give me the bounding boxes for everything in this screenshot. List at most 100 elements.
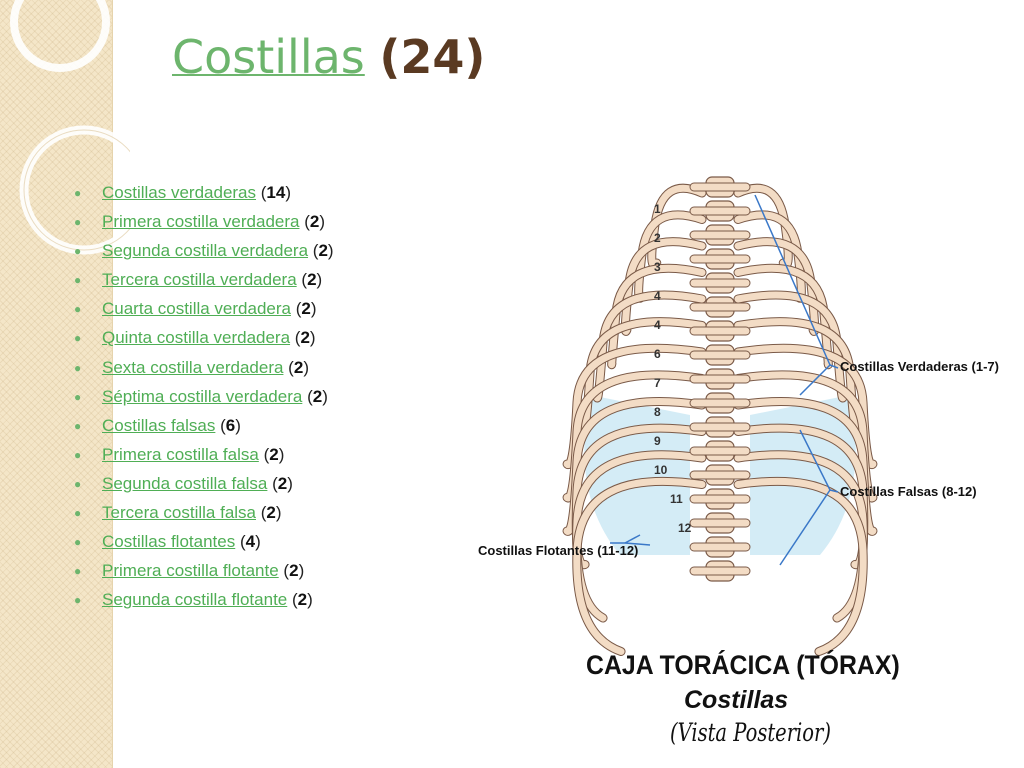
pointer-line — [779, 489, 831, 566]
rib-link[interactable]: Sexta costilla verdadera — [102, 357, 284, 377]
vertebra-process — [689, 566, 751, 576]
vertebra-process — [689, 302, 751, 312]
rib-number: 9 — [654, 434, 661, 448]
decorative-rings — [10, 0, 130, 255]
vertebra-process — [689, 254, 751, 264]
pointer-line — [799, 364, 831, 396]
rib-number: 4 — [654, 318, 661, 332]
rib — [648, 184, 706, 269]
bullet-icon: ● — [74, 331, 82, 346]
pointer-line — [829, 364, 839, 369]
vertebra-process — [689, 278, 751, 288]
rib — [563, 398, 706, 535]
vertebra-process — [689, 518, 751, 528]
vertebra-process — [689, 494, 751, 504]
vertebra-process — [689, 230, 751, 240]
rib-link[interactable]: Tercera costilla verdadera — [102, 270, 297, 290]
vertebra-process — [689, 182, 751, 192]
rib-link[interactable]: Segunda costilla flotante — [102, 590, 288, 610]
rib-number: 7 — [654, 376, 661, 390]
rib-number: 10 — [654, 463, 668, 477]
label-true-ribs: Costillas Verdaderas (1-7) — [840, 359, 999, 374]
bullet-icon: ● — [74, 186, 82, 200]
rib-link[interactable]: Séptima costilla verdadera — [102, 386, 303, 406]
rib-link[interactable]: Quinta costilla verdadera — [102, 328, 291, 348]
rib-number: 11 — [670, 492, 683, 506]
rib-count: (2) — [288, 357, 309, 377]
list-item: ● Primera costilla verdadera (2) — [74, 210, 334, 239]
bullet-icon: ● — [74, 302, 82, 317]
rib-link[interactable]: Costillas flotantes — [102, 532, 236, 552]
bullet-icon: ● — [74, 535, 82, 550]
bullet-icon: ● — [74, 418, 82, 433]
rib-count: (2) — [294, 328, 316, 348]
list-item: ● Quinta costilla verdadera (2) — [74, 326, 334, 355]
pointer-line — [754, 194, 831, 366]
bullet-icon: ● — [74, 476, 82, 491]
bullet-icon: ● — [74, 564, 82, 579]
rib-list: ● Costillas verdaderas (14) ● Primera costi… — [74, 181, 334, 617]
vertebra-process — [689, 206, 751, 216]
rib-number: 6 — [654, 347, 661, 361]
title-link[interactable]: Costillas — [172, 30, 365, 84]
rib-link[interactable]: Primera costilla flotante — [102, 561, 279, 581]
rib-count: (4) — [239, 532, 261, 552]
rib-count: (14) — [260, 183, 292, 202]
bullet-icon: ● — [74, 506, 82, 521]
rib-link[interactable]: Segunda costilla verdadera — [102, 241, 309, 261]
rib-link[interactable]: Tercera costilla falsa — [102, 503, 257, 523]
rib — [573, 451, 706, 622]
list-item: ● Costillas verdaderas (14) — [74, 181, 334, 210]
list-item: ●Cuarta costilla verdadera (2) — [74, 297, 334, 326]
page-title: Costillas (24) — [172, 34, 485, 80]
rib — [734, 451, 867, 622]
rib-cage-ribs — [562, 183, 878, 656]
bullet-icon: ● — [74, 273, 82, 288]
bullet-icon: ● — [74, 447, 82, 462]
vertebra-process — [689, 350, 751, 360]
rib-link[interactable]: Primera costilla falsa — [102, 444, 259, 464]
list-item: ● Sexta costilla verdadera (2) — [74, 356, 334, 385]
list-item: ● Segunda costilla falsa (2) — [74, 472, 334, 501]
pointer-line — [799, 429, 831, 491]
bullet-icon: ● — [74, 389, 82, 404]
bullet-icon: ● — [74, 244, 82, 259]
vertebra-process — [689, 374, 751, 384]
caption-subtitle: Costillas — [684, 686, 789, 714]
list-item: ● Primera costilla falsa (2) — [74, 443, 334, 472]
list-item: ●Tercera costilla falsa (2) — [74, 501, 334, 530]
rib-link[interactable]: Primera costilla verdadera — [102, 212, 300, 232]
vertebra-process — [689, 542, 751, 552]
list-item: ● Segunda costilla verdadera (2) — [74, 239, 334, 268]
rib-count: (2) — [291, 590, 313, 610]
vertebra-process — [689, 470, 751, 480]
list-item: ● Costillas flotantes (4) — [74, 530, 334, 559]
rib-link[interactable]: Costillas falsas — [102, 415, 216, 435]
rib-count: (2) — [312, 241, 334, 261]
rib-count: (2) — [263, 444, 285, 464]
rib-link[interactable]: Segunda costilla falsa — [102, 473, 268, 493]
list-item: ●Costillas falsas (6) — [74, 414, 334, 443]
pointer-line — [829, 489, 839, 493]
vertebra-process — [689, 422, 751, 432]
label-floating-ribs: Costillas Flotantes (11-12) — [478, 543, 639, 558]
rib-number: 12 — [678, 521, 692, 535]
bullet-icon: ● — [74, 593, 82, 608]
rib — [734, 477, 867, 655]
bullet-icon: ● — [74, 360, 82, 375]
rib-number: 3 — [654, 260, 661, 274]
list-item: ● Primera costilla flotante (2) — [74, 559, 334, 588]
title-count: (24) — [379, 30, 486, 84]
bullet-icon: ● — [74, 215, 82, 230]
spine — [689, 176, 751, 582]
rib-count: (2) — [283, 561, 305, 581]
pointer-lines — [610, 194, 839, 566]
list-item: ● Séptima costilla verdadera (2) — [74, 385, 334, 414]
rib-count: (2) — [272, 473, 293, 493]
rib-link[interactable]: Costillas verdaderas — [102, 183, 257, 202]
rib-count: (2) — [304, 212, 326, 232]
rib-link[interactable]: Cuarta costilla verdadera — [102, 299, 291, 319]
rib-count: (2) — [307, 386, 328, 406]
